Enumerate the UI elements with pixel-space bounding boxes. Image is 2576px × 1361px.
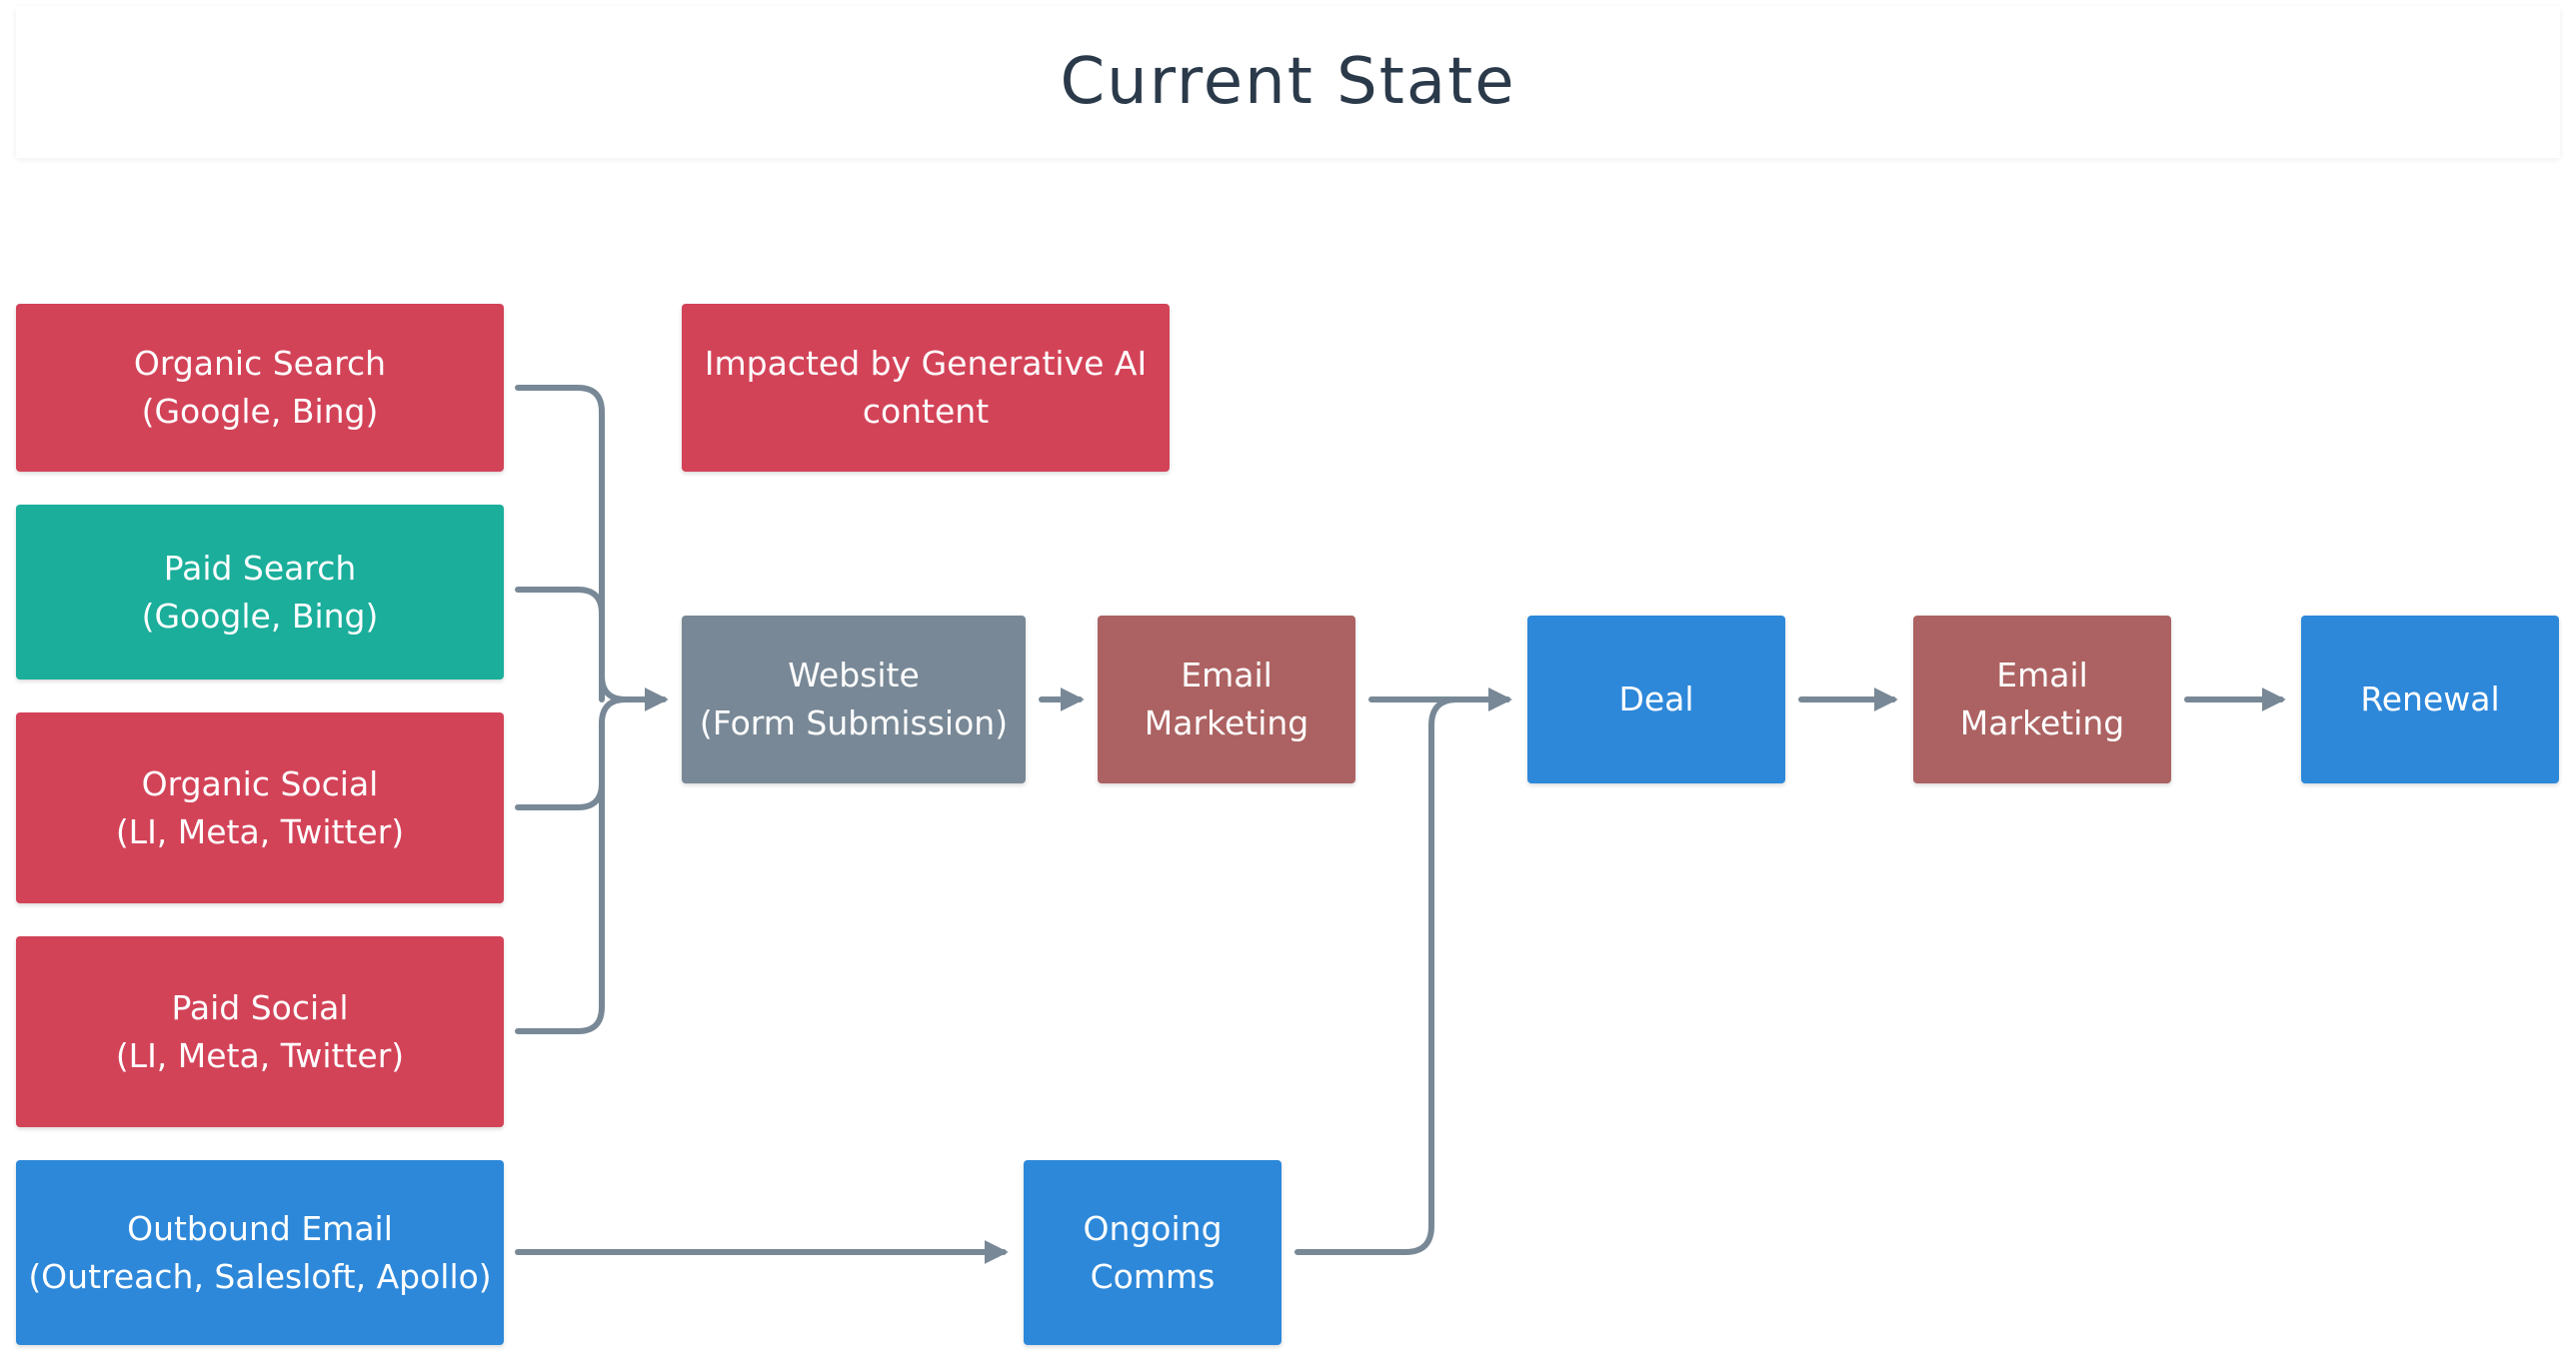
title-bar: Current State	[16, 6, 2560, 158]
node-label: Email Marketing	[1144, 656, 1309, 742]
node-renewal[interactable]: Renewal	[2301, 616, 2559, 783]
node-paid-social[interactable]: Paid Social (LI, Meta, Twitter)	[16, 936, 504, 1127]
node-organic-social[interactable]: Organic Social (LI, Meta, Twitter)	[16, 712, 504, 903]
node-email-marketing-1[interactable]: Email Marketing	[1098, 616, 1355, 783]
legend-impacted-by-generative-ai: Impacted by Generative AI content	[682, 304, 1170, 472]
node-label: Website (Form Submission)	[699, 656, 1009, 742]
connector-organic-social-to-website	[515, 696, 629, 810]
node-label: Outbound Email (Outreach, Salesloft, Apo…	[28, 1208, 492, 1296]
node-organic-search[interactable]: Organic Search (Google, Bing)	[16, 304, 504, 472]
node-label: Deal	[1618, 680, 1694, 718]
connector-paid-social-to-website	[515, 720, 605, 1034]
node-website[interactable]: Website (Form Submission)	[682, 616, 1026, 783]
node-deal[interactable]: Deal	[1527, 616, 1785, 783]
node-label: Paid Social (LI, Meta, Twitter)	[115, 987, 405, 1075]
node-email-marketing-2[interactable]: Email Marketing	[1913, 616, 2171, 783]
node-label: Renewal	[2360, 680, 2500, 718]
node-label: Email Marketing	[1959, 656, 2125, 742]
node-label: Paid Search (Google, Bing)	[141, 548, 379, 636]
node-ongoing-comms[interactable]: Ongoing Comms	[1024, 1160, 1282, 1345]
node-label: Ongoing Comms	[1083, 1208, 1223, 1296]
node-label: Organic Social (LI, Meta, Twitter)	[115, 763, 405, 851]
connector-paid-search-to-website	[515, 587, 605, 702]
diagram-title: Current State	[1060, 45, 1516, 119]
node-paid-search[interactable]: Paid Search (Google, Bing)	[16, 505, 504, 680]
legend-label: Impacted by Generative AI content	[704, 344, 1148, 431]
connector-organic-search-to-website	[515, 385, 669, 711]
node-outbound-email[interactable]: Outbound Email (Outreach, Salesloft, Apo…	[16, 1160, 504, 1345]
node-label: Organic Search (Google, Bing)	[133, 344, 387, 431]
